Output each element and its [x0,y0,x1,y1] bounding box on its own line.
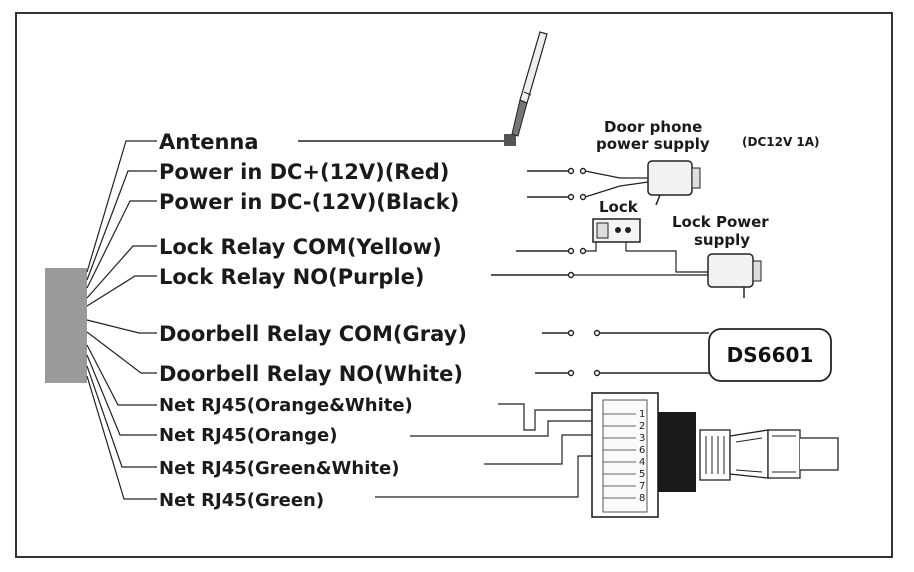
fan-out-wires [86,140,157,500]
rj45-pin: 1 [603,409,645,420]
lock-psu-label-line1: Lock Power [672,213,769,231]
wire-label-doorbell-relay-com: Doorbell Relay COM(Gray) [159,322,467,346]
wire-label-net-rj45-orange-white: Net RJ45(Orange&White) [159,395,413,416]
ds6601-label: DS6601 [727,343,814,367]
lock-psu-label-line2: supply [694,231,750,249]
rj45-pin-list: 1 2 3 6 4 5 7 8 [603,409,645,504]
antenna-icon [298,31,548,146]
rj45-pin: 4 [603,457,645,468]
diagram-border [15,12,893,558]
lock-icon [592,218,641,243]
rj45-connector-icon [658,412,839,492]
rj45-pin: 7 [603,481,645,492]
rj45-pin-label: 2 [639,421,645,432]
ds6601-box [708,328,832,382]
rj45-pin: 6 [603,445,645,456]
door-phone-psu-label-line2: power supply [596,135,710,153]
rj45-pin-label: 5 [639,469,645,480]
rj45-pin: 2 [603,421,645,432]
door-phone-power-supply-icon [647,160,701,206]
wire-label-lock-relay-no: Lock Relay NO(Purple) [159,265,424,289]
doorbell-relay-wires [535,329,709,377]
wire-label-doorbell-relay-no: Doorbell Relay NO(White) [159,362,463,386]
wire-label-antenna: Antenna [159,130,259,154]
rj45-pin-label: 1 [639,409,645,420]
rj45-pin: 3 [603,433,645,444]
wire-label-lock-relay-com: Lock Relay COM(Yellow) [159,235,442,259]
wire-label-net-rj45-green-white: Net RJ45(Green&White) [159,458,399,479]
power-wires [527,167,649,201]
rj45-pin: 5 [603,469,645,480]
wire-label-power-dc-minus: Power in DC-(12V)(Black) [159,190,459,214]
wire-label-power-dc-plus: Power in DC+(12V)(Red) [159,160,449,184]
rj45-pin-label: 8 [639,493,645,504]
cable-bundle [45,268,87,383]
rj45-pin: 8 [603,493,645,504]
rj45-pin-label: 3 [639,433,645,444]
rj45-pin-label: 7 [639,481,645,492]
lock-relay-wires [491,240,708,279]
wire-label-net-rj45-green: Net RJ45(Green) [159,490,324,511]
door-phone-psu-label-line1: Door phone [604,118,702,136]
wire-label-net-rj45-orange: Net RJ45(Orange) [159,425,337,446]
rj45-pin-label: 6 [639,445,645,456]
rj45-pin-label: 4 [639,457,645,468]
lock-power-supply-icon [707,253,762,298]
lock-label: Lock [599,198,639,216]
door-phone-psu-rating: (DC12V 1A) [742,135,820,149]
rj45-wires [375,403,592,498]
